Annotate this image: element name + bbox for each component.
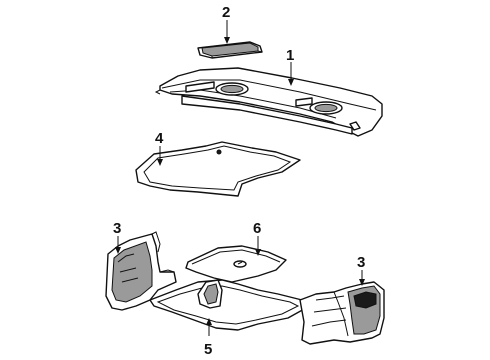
part-4-trunk-floor-mat [135,141,301,197]
callout-5: 5 [204,341,212,358]
callout-3-left: 3 [113,220,121,237]
part-2-grille-pad [197,41,263,59]
part-3-right-quarter-trim [299,281,385,345]
callout-1: 1 [286,47,294,64]
leader-lines [115,20,365,336]
part-5-trunk-floor-trim [149,279,307,331]
part-6-spare-tire-cover [185,245,287,283]
callout-2: 2 [222,4,230,21]
callout-6: 6 [253,220,261,237]
part-3-left-quarter-trim [105,231,177,311]
callout-3-right: 3 [357,254,365,271]
part-1-package-shelf [154,67,383,137]
callout-4: 4 [155,130,164,147]
